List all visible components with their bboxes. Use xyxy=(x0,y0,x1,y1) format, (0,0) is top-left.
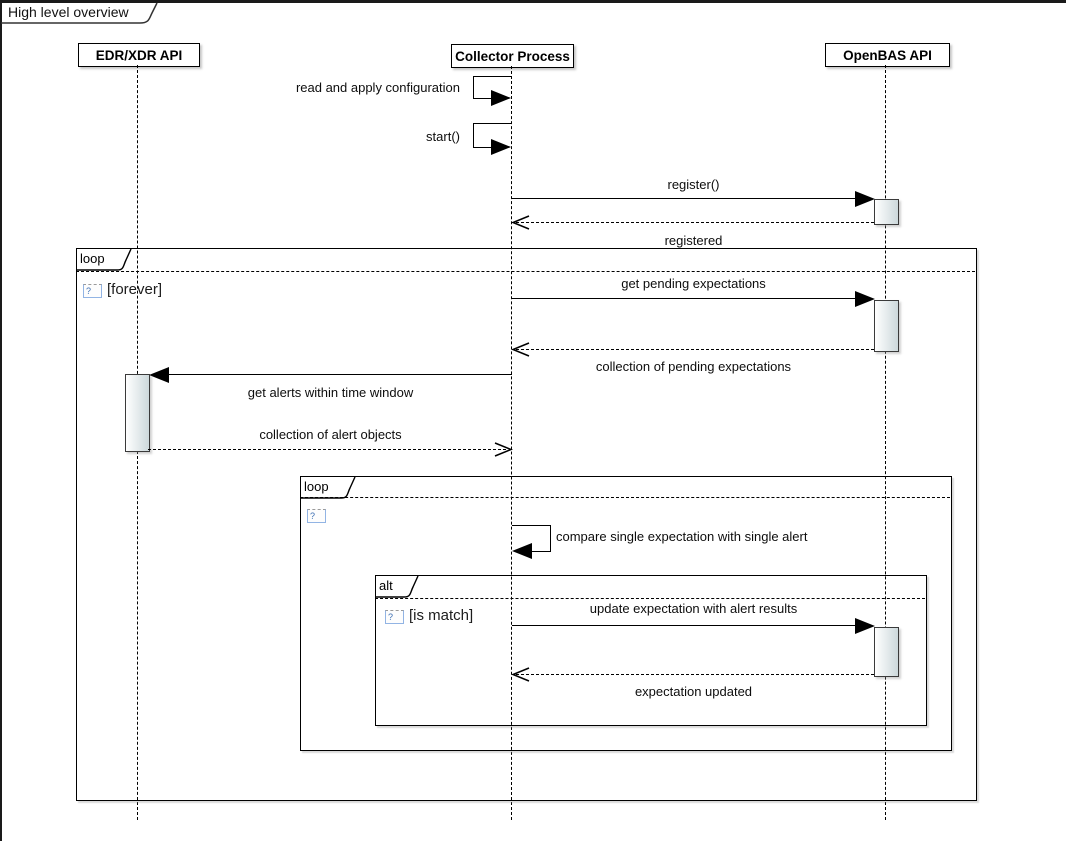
self-arrow-read-config-bottom xyxy=(473,98,498,99)
frame-tab-outline xyxy=(1,2,158,24)
activation-edr xyxy=(125,374,150,452)
broken-image-icon: ? xyxy=(83,284,102,298)
self-arrow-read-config-top xyxy=(473,76,511,77)
message-label-start: start() xyxy=(426,129,460,144)
message-line-registered xyxy=(516,222,874,223)
self-arrow-compare-top xyxy=(512,525,550,526)
broken-image-icon: ? xyxy=(307,509,326,523)
fragment-alt-pentagon xyxy=(376,576,419,598)
message-label-collection-alerts: collection of alert objects xyxy=(259,427,402,442)
message-line-update xyxy=(512,625,858,626)
open-arrowhead-registered-icon xyxy=(511,215,530,230)
fragment-inner-loop-separator xyxy=(300,497,950,498)
fragment-inner-loop-pentagon xyxy=(301,477,356,499)
fragment-inner-loop-operator: loop xyxy=(304,479,329,494)
frame-title: High level overview xyxy=(8,4,129,20)
message-label-get-pending: get pending expectations xyxy=(621,276,766,291)
participant-collector-process: Collector Process xyxy=(451,44,574,68)
message-label-updated: expectation updated xyxy=(634,684,753,699)
page-top-border xyxy=(0,0,1066,3)
lifeline-collector-process xyxy=(511,66,512,820)
page-left-border xyxy=(0,0,2,841)
message-label-collection-pending: collection of pending expectations xyxy=(595,359,792,374)
self-arrow-read-config-side xyxy=(473,76,474,98)
fragment-alt-guard: [is match] xyxy=(409,607,474,624)
self-arrow-compare-side xyxy=(550,525,551,551)
message-label-update: update expectation with alert results xyxy=(589,601,798,616)
message-line-get-alerts xyxy=(166,374,512,375)
fragment-alt-operator: alt xyxy=(379,578,393,593)
activation-openbas-update xyxy=(874,627,899,677)
message-line-register xyxy=(512,198,858,199)
participant-openbas-api: OpenBAS API xyxy=(825,43,950,67)
message-label-register: register() xyxy=(667,177,720,192)
message-label-compare: compare single expectation with single a… xyxy=(556,529,808,544)
broken-image-icon: ? xyxy=(385,610,404,624)
message-line-collection-alerts xyxy=(148,449,506,450)
participant-collector-process-label: Collector Process xyxy=(455,48,570,64)
participant-edr-xdr-api-label: EDR/XDR API xyxy=(95,47,183,63)
self-arrow-start-side xyxy=(473,123,474,147)
fragment-outer-loop-guard: [forever] xyxy=(107,281,163,298)
fragment-outer-loop-separator xyxy=(76,271,975,272)
message-line-get-pending xyxy=(512,298,858,299)
message-line-updated xyxy=(516,674,874,675)
arrowhead-get-pending-icon xyxy=(855,291,875,307)
message-line-collection-pending xyxy=(516,349,874,350)
fragment-alt-separator xyxy=(375,598,925,599)
participant-openbas-api-label: OpenBAS API xyxy=(843,47,932,63)
arrowhead-start-icon xyxy=(491,139,511,155)
message-label-read-config: read and apply configuration xyxy=(295,80,460,95)
arrowhead-get-alerts-icon xyxy=(149,367,169,383)
open-arrowhead-collection-pending-icon xyxy=(511,342,530,357)
message-label-get-alerts: get alerts within time window xyxy=(247,385,414,400)
lifeline-openbas-api xyxy=(885,65,886,820)
open-arrowhead-updated-icon xyxy=(511,667,530,682)
self-arrow-compare-bottom xyxy=(527,551,551,552)
self-arrow-start-bottom xyxy=(473,147,498,148)
fragment-outer-loop-pentagon xyxy=(77,249,132,271)
message-label-registered: registered xyxy=(664,233,723,248)
activation-openbas-register xyxy=(874,199,899,225)
open-arrowhead-collection-alerts-icon xyxy=(494,442,513,457)
arrowhead-register-icon xyxy=(855,191,875,207)
activation-openbas-pending xyxy=(874,300,899,352)
fragment-outer-loop-operator: loop xyxy=(80,251,105,266)
participant-edr-xdr-api: EDR/XDR API xyxy=(78,43,200,67)
arrowhead-compare-icon xyxy=(512,543,532,559)
self-arrow-start-top xyxy=(473,123,511,124)
arrowhead-update-icon xyxy=(855,618,875,634)
arrowhead-read-config-icon xyxy=(491,90,511,106)
